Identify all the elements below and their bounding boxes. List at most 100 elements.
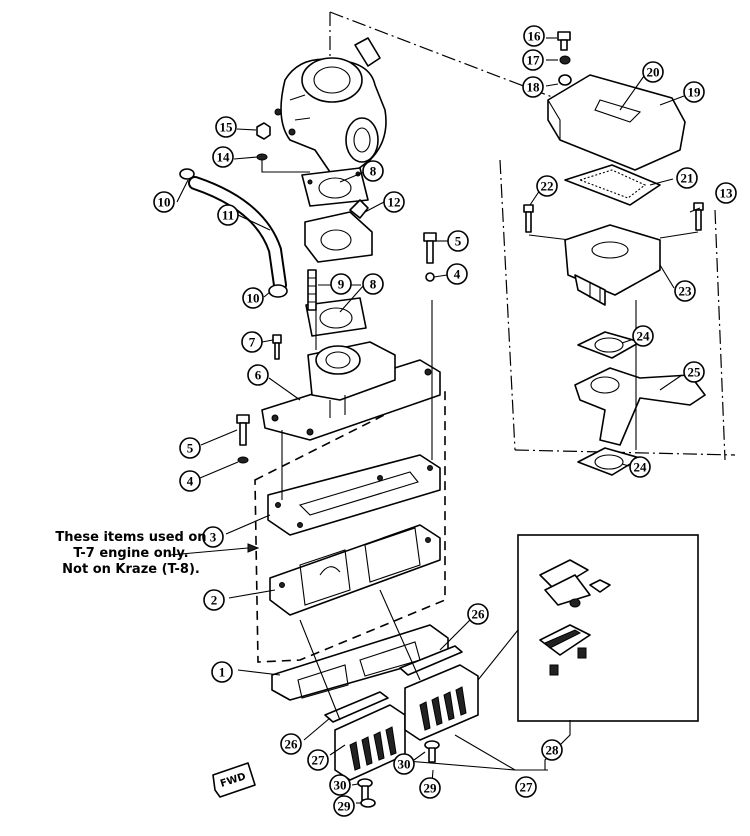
note-line-3: Not on Kraze (T-8). xyxy=(62,562,200,577)
screw-22 xyxy=(523,204,534,233)
svg-text:27: 27 xyxy=(520,780,534,795)
svg-text:18: 18 xyxy=(527,80,541,95)
svg-text:21: 21 xyxy=(681,171,694,186)
callout-27-left: 27 xyxy=(307,749,329,771)
svg-text:24: 24 xyxy=(637,329,651,344)
reed-cage-plate xyxy=(269,524,441,616)
hose-inner xyxy=(190,178,285,290)
reed-gasket-left xyxy=(324,691,389,723)
svg-text:30: 30 xyxy=(334,778,347,793)
washer-17 xyxy=(559,55,571,65)
svg-text:9: 9 xyxy=(338,277,345,292)
screw-29-left xyxy=(360,798,376,808)
svg-text:29: 29 xyxy=(338,799,352,814)
gasket-lower xyxy=(305,297,367,337)
t7-engine-note: These items used on T-7 engine only. Not… xyxy=(6,530,256,578)
callout-19: 19 xyxy=(683,81,705,103)
gasket-upper xyxy=(301,167,369,207)
callout-21: 21 xyxy=(676,167,698,189)
callout-3: 3 xyxy=(202,526,224,548)
callout-8-upper: 8 xyxy=(362,160,384,182)
screw-5-upper xyxy=(423,232,437,264)
stud-14 xyxy=(261,160,310,173)
svg-text:2: 2 xyxy=(211,593,218,608)
callout-29-right: 29 xyxy=(419,777,441,799)
svg-text:5: 5 xyxy=(187,441,194,456)
svg-text:26: 26 xyxy=(285,737,299,752)
note-line-2: T-7 engine only. xyxy=(73,546,189,561)
callout-30-left: 30 xyxy=(329,774,351,796)
svg-text:20: 20 xyxy=(647,65,660,80)
svg-text:24: 24 xyxy=(634,460,648,475)
callout-15: 15 xyxy=(215,116,237,138)
svg-text:11: 11 xyxy=(222,208,234,223)
callout-16: 16 xyxy=(523,25,545,47)
screw-13 xyxy=(693,202,704,231)
note-arrow xyxy=(169,547,249,556)
callout-24-lower: 24 xyxy=(629,456,651,478)
svg-text:10: 10 xyxy=(247,291,260,306)
callout-5-lower: 5 xyxy=(179,437,201,459)
callout-7: 7 xyxy=(241,331,263,353)
washer-4-lower xyxy=(237,456,249,464)
svg-text:15: 15 xyxy=(220,120,234,135)
callout-1: 1 xyxy=(211,661,233,683)
callout-13: 13 xyxy=(715,182,737,204)
svg-text:7: 7 xyxy=(249,335,256,350)
callout-20: 20 xyxy=(642,61,664,83)
callout-28: 28 xyxy=(541,739,563,761)
reed-valve-right xyxy=(404,664,479,741)
svg-text:13: 13 xyxy=(720,186,734,201)
stud xyxy=(307,269,317,311)
callout-18: 18 xyxy=(522,76,544,98)
callout-27-bracket xyxy=(394,734,548,771)
callout-17: 17 xyxy=(522,49,544,71)
svg-text:6: 6 xyxy=(255,368,262,383)
callout-29-left: 29 xyxy=(333,795,355,817)
callout-4-lower: 4 xyxy=(179,470,201,492)
svg-text:25: 25 xyxy=(688,365,702,380)
svg-text:10: 10 xyxy=(158,195,171,210)
kit-pointer xyxy=(477,629,519,681)
svg-text:28: 28 xyxy=(546,743,560,758)
svg-text:12: 12 xyxy=(388,195,401,210)
svg-text:22: 22 xyxy=(541,179,554,194)
clamp-10-upper xyxy=(179,168,195,180)
screw-5-lower xyxy=(236,414,250,446)
callout-26-right: 26 xyxy=(467,603,489,625)
callout-9: 9 xyxy=(330,273,352,295)
clamp-10-lower xyxy=(268,284,288,298)
gasket-t7 xyxy=(267,454,441,536)
intake-manifold xyxy=(261,341,441,441)
svg-text:26: 26 xyxy=(472,607,486,622)
svg-text:27: 27 xyxy=(312,753,326,768)
callout-8-lower: 8 xyxy=(362,273,384,295)
svg-text:17: 17 xyxy=(527,53,541,68)
bracket-25 xyxy=(574,367,706,446)
callout-23: 23 xyxy=(674,280,696,302)
carburetor-assembly xyxy=(274,37,387,176)
note-arrowhead xyxy=(247,543,260,553)
alignment-lines xyxy=(329,11,736,461)
screw-16 xyxy=(557,31,571,51)
screw-guides xyxy=(528,231,699,241)
callout-26-left: 26 xyxy=(280,733,302,755)
screw-30-right xyxy=(424,740,440,763)
fwd-arrow-icon: FWD xyxy=(212,762,256,798)
callout-2: 2 xyxy=(203,589,225,611)
callout-5-upper: 5 xyxy=(447,230,469,252)
svg-text:5: 5 xyxy=(455,234,462,249)
callout-11: 11 xyxy=(217,204,239,226)
air-box-base xyxy=(564,224,661,306)
callout-27-bottom: 27 xyxy=(515,776,537,798)
callout-25: 25 xyxy=(683,361,705,383)
callout-24-upper: 24 xyxy=(632,325,654,347)
guide-lines xyxy=(281,300,433,721)
nut-15 xyxy=(256,122,271,140)
callout-30-right: 30 xyxy=(393,753,415,775)
callout-14: 14 xyxy=(212,146,234,168)
screw-30-left xyxy=(357,778,373,801)
washer-14 xyxy=(256,153,268,161)
svg-text:8: 8 xyxy=(370,164,377,179)
